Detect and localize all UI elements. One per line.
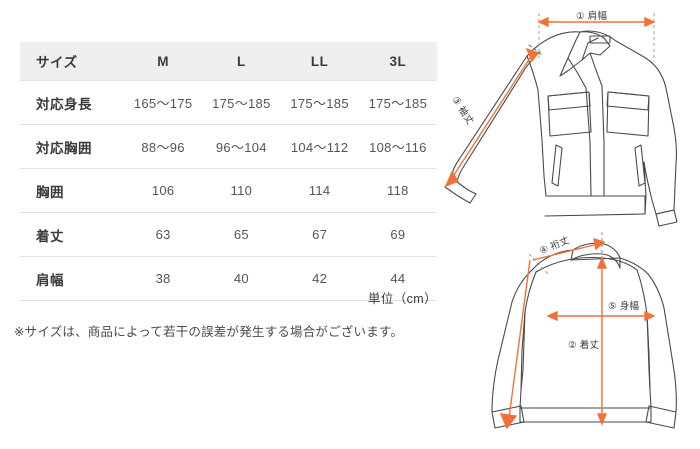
label-body-width-back: ⑤ 身幅 [608,301,640,312]
column-header-m: M [124,42,203,81]
cell-shoulder-width-m: 38 [124,256,203,301]
table-row: 対応身長 165〜175 175〜185 175〜185 175〜185 [20,80,437,125]
cell-body-length-m: 63 [124,212,203,257]
cell-body-length-l: 65 [202,212,281,257]
shoulder-width-arrow [537,16,656,28]
column-header-3l: 3L [358,42,437,81]
cell-chest-fit-ll: 104〜112 [280,124,359,169]
cell-body-length-ll: 67 [280,212,359,257]
sleeve-reach-arrow [499,237,606,430]
sleeve-length-arrow [444,47,540,188]
size-chart-table: サイズ M L LL 3L 対応身長 165〜175 175〜185 175〜1… [20,42,437,301]
cell-chest-fit-3l: 108〜116 [358,124,437,169]
shoulder-slope-guide [528,253,549,275]
cell-height-ll: 175〜185 [280,80,359,125]
body-width-arrow [546,310,656,322]
cell-chest-ll: 114 [280,168,359,213]
cell-height-l: 175〜185 [202,80,281,125]
cell-shoulder-width-ll: 42 [280,256,359,301]
cell-height-m: 165〜175 [124,80,203,125]
cell-height-3l: 175〜185 [358,80,437,125]
row-label-chest-fit: 対応胸囲 [20,124,124,169]
shoulder-guide-lines [538,13,655,62]
size-chart-table-container: サイズ M L LL 3L 対応身長 165〜175 175〜185 175〜1… [20,42,437,301]
row-label-shoulder-width: 肩幅 [20,256,124,301]
table-body: 対応身長 165〜175 175〜185 175〜185 175〜185 対応胸… [20,80,437,301]
jacket-front-view [444,13,678,227]
cell-shoulder-width-3l: 44 [358,256,437,301]
table-row: 肩幅 38 40 42 44 [20,256,437,301]
row-label-body-length: 着丈 [20,212,124,257]
cell-body-length-3l: 69 [358,212,437,257]
cell-chest-fit-m: 88〜96 [124,124,203,169]
cell-shoulder-width-l: 40 [202,256,281,301]
disclaimer-note: ※サイズは、商品によって若干の誤差が発生する場合がございます。 [14,325,404,339]
label-body-length-back: ② 着丈 [568,340,600,351]
table-header: サイズ M L LL 3L [20,42,437,81]
table-header-row: サイズ M L LL 3L [20,42,437,81]
column-header-ll: LL [280,42,359,81]
label-shoulder-width-front: ① 肩幅 [576,11,608,22]
body-length-arrow [596,256,608,426]
table-row: 着丈 63 65 67 69 [20,212,437,257]
column-header-l: L [202,42,281,81]
cell-chest-m: 106 [124,168,203,213]
table-row: 対応胸囲 88〜96 96〜104 104〜112 108〜116 [20,124,437,169]
cell-chest-3l: 118 [358,168,437,213]
measurement-diagrams: ① 肩幅 ③ 袖丈 [430,0,700,449]
jacket-back-view [491,232,677,430]
cell-chest-fit-l: 96〜104 [202,124,281,169]
unit-note: 単位（cm） [367,292,437,306]
row-label-chest: 胸囲 [20,168,124,213]
column-header-size: サイズ [20,42,124,81]
cell-chest-l: 110 [202,168,281,213]
table-row: 胸囲 106 110 114 118 [20,168,437,213]
row-label-height: 対応身長 [20,80,124,125]
